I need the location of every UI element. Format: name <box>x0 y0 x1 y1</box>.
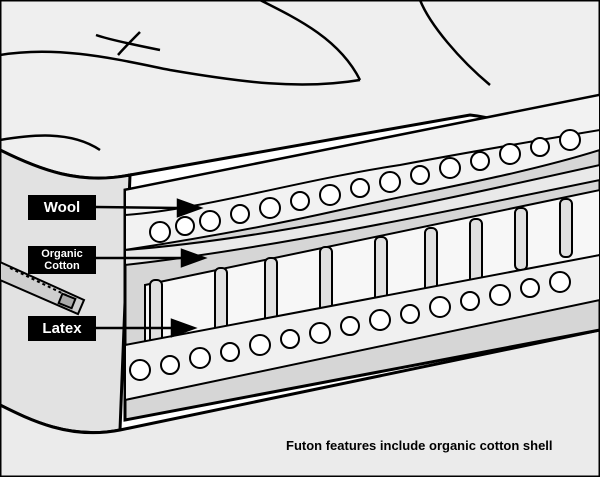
caption: Futon features include organic cotton sh… <box>286 438 553 453</box>
shell-fold-lines <box>0 0 491 152</box>
latex-core <box>144 188 600 362</box>
wool-label-text: Wool <box>43 199 81 216</box>
organic-cotton-label: Organic Cotton <box>28 246 96 274</box>
zipper <box>0 260 86 316</box>
latex-label: Latex <box>28 316 96 341</box>
organic-cotton-label-line1: Organic <box>41 248 83 260</box>
tuft-stitch <box>95 31 161 56</box>
wool-layer <box>124 93 600 252</box>
wool-label: Wool <box>28 195 96 220</box>
organic-cotton-layer <box>124 163 600 267</box>
organic-cotton-label-line2: Cotton <box>44 260 80 272</box>
latex-label-text: Latex <box>42 320 82 337</box>
bottom-wool-layer <box>124 253 600 402</box>
label-arrows <box>95 198 208 338</box>
